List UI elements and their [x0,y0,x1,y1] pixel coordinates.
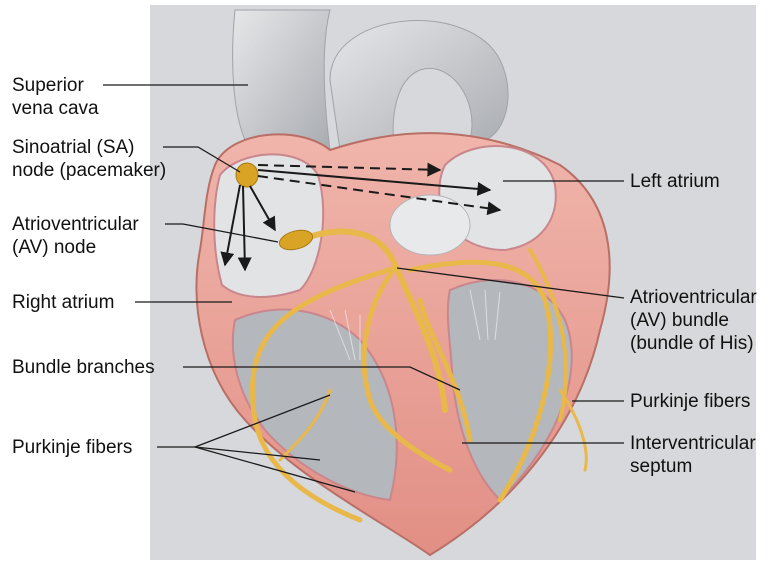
purkinje-fibers-left-label: Purkinje fibers [12,436,132,459]
interventricular-septum-label-line-1: Interventricular [630,432,756,455]
sa-node-label-line-1: Sinoatrial (SA) [12,136,166,159]
av-bundle-label: Atrioventricular (AV) bundle (bundle of … [630,286,757,355]
av-node-label-line-1: Atrioventricular [12,213,139,236]
av-bundle-label-line-2: (AV) bundle [630,309,757,332]
purkinje-fibers-right-label-line-1: Purkinje fibers [630,390,750,413]
purkinje-fibers-left-label-line-1: Purkinje fibers [12,436,132,459]
sa-node-label-line-2: node (pacemaker) [12,159,166,182]
right-atrium-label: Right atrium [12,291,114,314]
av-node-label: Atrioventricular (AV) node [12,213,139,259]
bundle-branches-label-line-1: Bundle branches [12,356,155,379]
bundle-branches-label: Bundle branches [12,356,155,379]
interventricular-septum-label-line-2: septum [630,455,756,478]
sa-node [236,163,258,187]
left-atrium-label: Left atrium [630,170,720,193]
superior-vena-cava [233,10,330,150]
right-atrium-chamber [214,154,323,297]
av-bundle-label-line-1: Atrioventricular [630,286,757,309]
superior-vena-cava-label-line-1: Superior [12,74,99,97]
left-atrium-label-line-1: Left atrium [630,170,720,193]
av-node-label-line-2: (AV) node [12,236,139,259]
purkinje-fibers-right-label: Purkinje fibers [630,390,750,413]
superior-vena-cava-label: Superior vena cava [12,74,99,120]
sa-node-label: Sinoatrial (SA) node (pacemaker) [12,136,166,182]
av-bundle-label-line-3: (bundle of His) [630,332,757,355]
interventricular-septum-label: Interventricular septum [630,432,756,478]
superior-vena-cava-label-line-2: vena cava [12,97,99,120]
right-atrium-label-line-1: Right atrium [12,291,114,314]
